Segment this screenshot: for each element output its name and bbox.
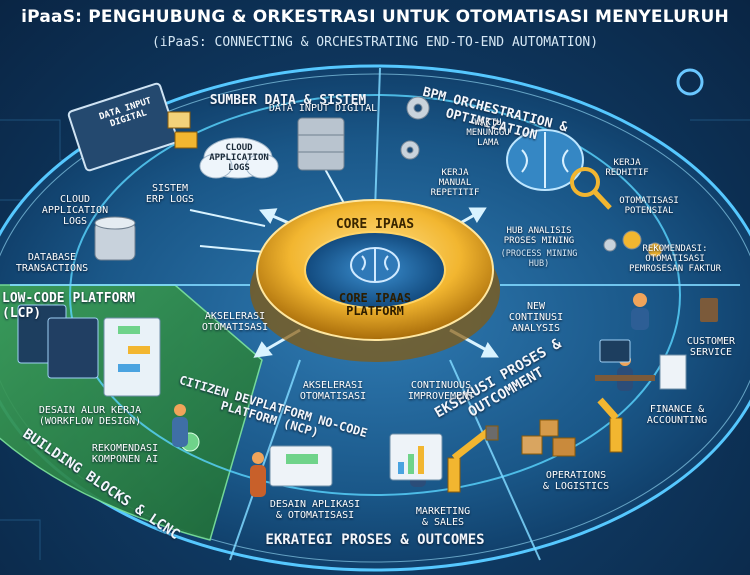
label-otomatisasi-potensial: OTOMATISASI POTENSIAL (619, 196, 679, 217)
section-process-strategy: EKRATEGI PROSES & OUTCOMES (265, 532, 485, 548)
core-ipaas-label: CORE IPAAS (335, 217, 415, 232)
label-hub-sub: (PROCESS MINING HUB) (500, 249, 578, 269)
code-screen-icons (17, 304, 333, 487)
label-kerja-manual: KERJA MANUAL REPETITIF (430, 168, 480, 199)
label-finance-accounting: FINANCE & ACCOUNTING (646, 404, 708, 427)
finance-desk-icons (595, 298, 718, 390)
label-akselerasi-2: AKSELERASI OTOMATISASI (299, 380, 367, 403)
label-rekomendasi-komponen: REKOMENDASI KOMPONEN AI (91, 443, 159, 466)
process-mining-brain-icon (506, 129, 612, 210)
label-waktu-menunggu: WAKTU MENUNGGU LAMA (466, 118, 510, 149)
label-desain-aplikasi: DESAIN APLIKASI & OTOMATISASI (269, 499, 361, 522)
label-continuous-improvement: CONTINUOUS IMPROVEMENT (407, 380, 475, 403)
sector-dividers (10, 67, 740, 561)
label-cloud-logs-left: CLOUD APPLICATION LOGS (41, 194, 109, 228)
brain-icon (350, 247, 400, 283)
cloud-icons (199, 137, 279, 179)
database-icons (94, 117, 345, 261)
outer-ring-glow (0, 73, 750, 563)
inner-ring (69, 94, 681, 496)
label-data-input-digital: DATA INPUT DIGITAL (268, 103, 378, 114)
label-customer-service: CUSTOMER SERVICE (686, 336, 736, 359)
label-marketing-sales: MARKETING & SALES (415, 506, 471, 529)
page-subtitle: (iPaaS: CONNECTING & ORCHESTRATING END-T… (151, 35, 599, 50)
label-akselerasi-1: AKSELERASI OTOMATISASI (201, 311, 269, 334)
label-operations-logistics: OPERATIONS & LOGISTICS (542, 470, 610, 493)
section-low-code-platform: LOW-CODE PLATFORM (LCP) (2, 291, 136, 321)
label-new-continuous: NEW CONTINUSI ANALYSIS (508, 301, 564, 335)
label-erp-logs: SISTEM ERP LOGS (145, 183, 195, 206)
section-data-sources: SUMBER DATA & SISTEM (209, 93, 367, 108)
label-rekomendasi-faktur: REKOMENDASI: OTOMATISASI PEMROSESAN FAKT… (628, 244, 722, 275)
label-hub-analisis: HUB ANALISIS PROSES MINING (503, 226, 575, 247)
marketing-chart-icon (389, 433, 443, 481)
label-cloud-logs-cloud: CLOUD APPLICATION LOGS (209, 143, 269, 174)
label-desain-alur: DESAIN ALUR KERJA (WORKFLOW DESIGN) (38, 405, 142, 428)
gear-icons (180, 68, 704, 452)
input-monitor-icons (67, 82, 198, 172)
core-ipaas-platform-label: CORE IPAAS PLATFORM (338, 291, 412, 319)
label-database-transactions: DATABASE TRANSACTIONS (15, 252, 89, 275)
page-title: iPaaS: PENGHUBUNG & ORKESTRASI UNTUK OTO… (21, 7, 729, 27)
robot-arm-icons (447, 397, 623, 493)
label-kerja-redhitif: KERJA REDHITIF (605, 158, 649, 179)
